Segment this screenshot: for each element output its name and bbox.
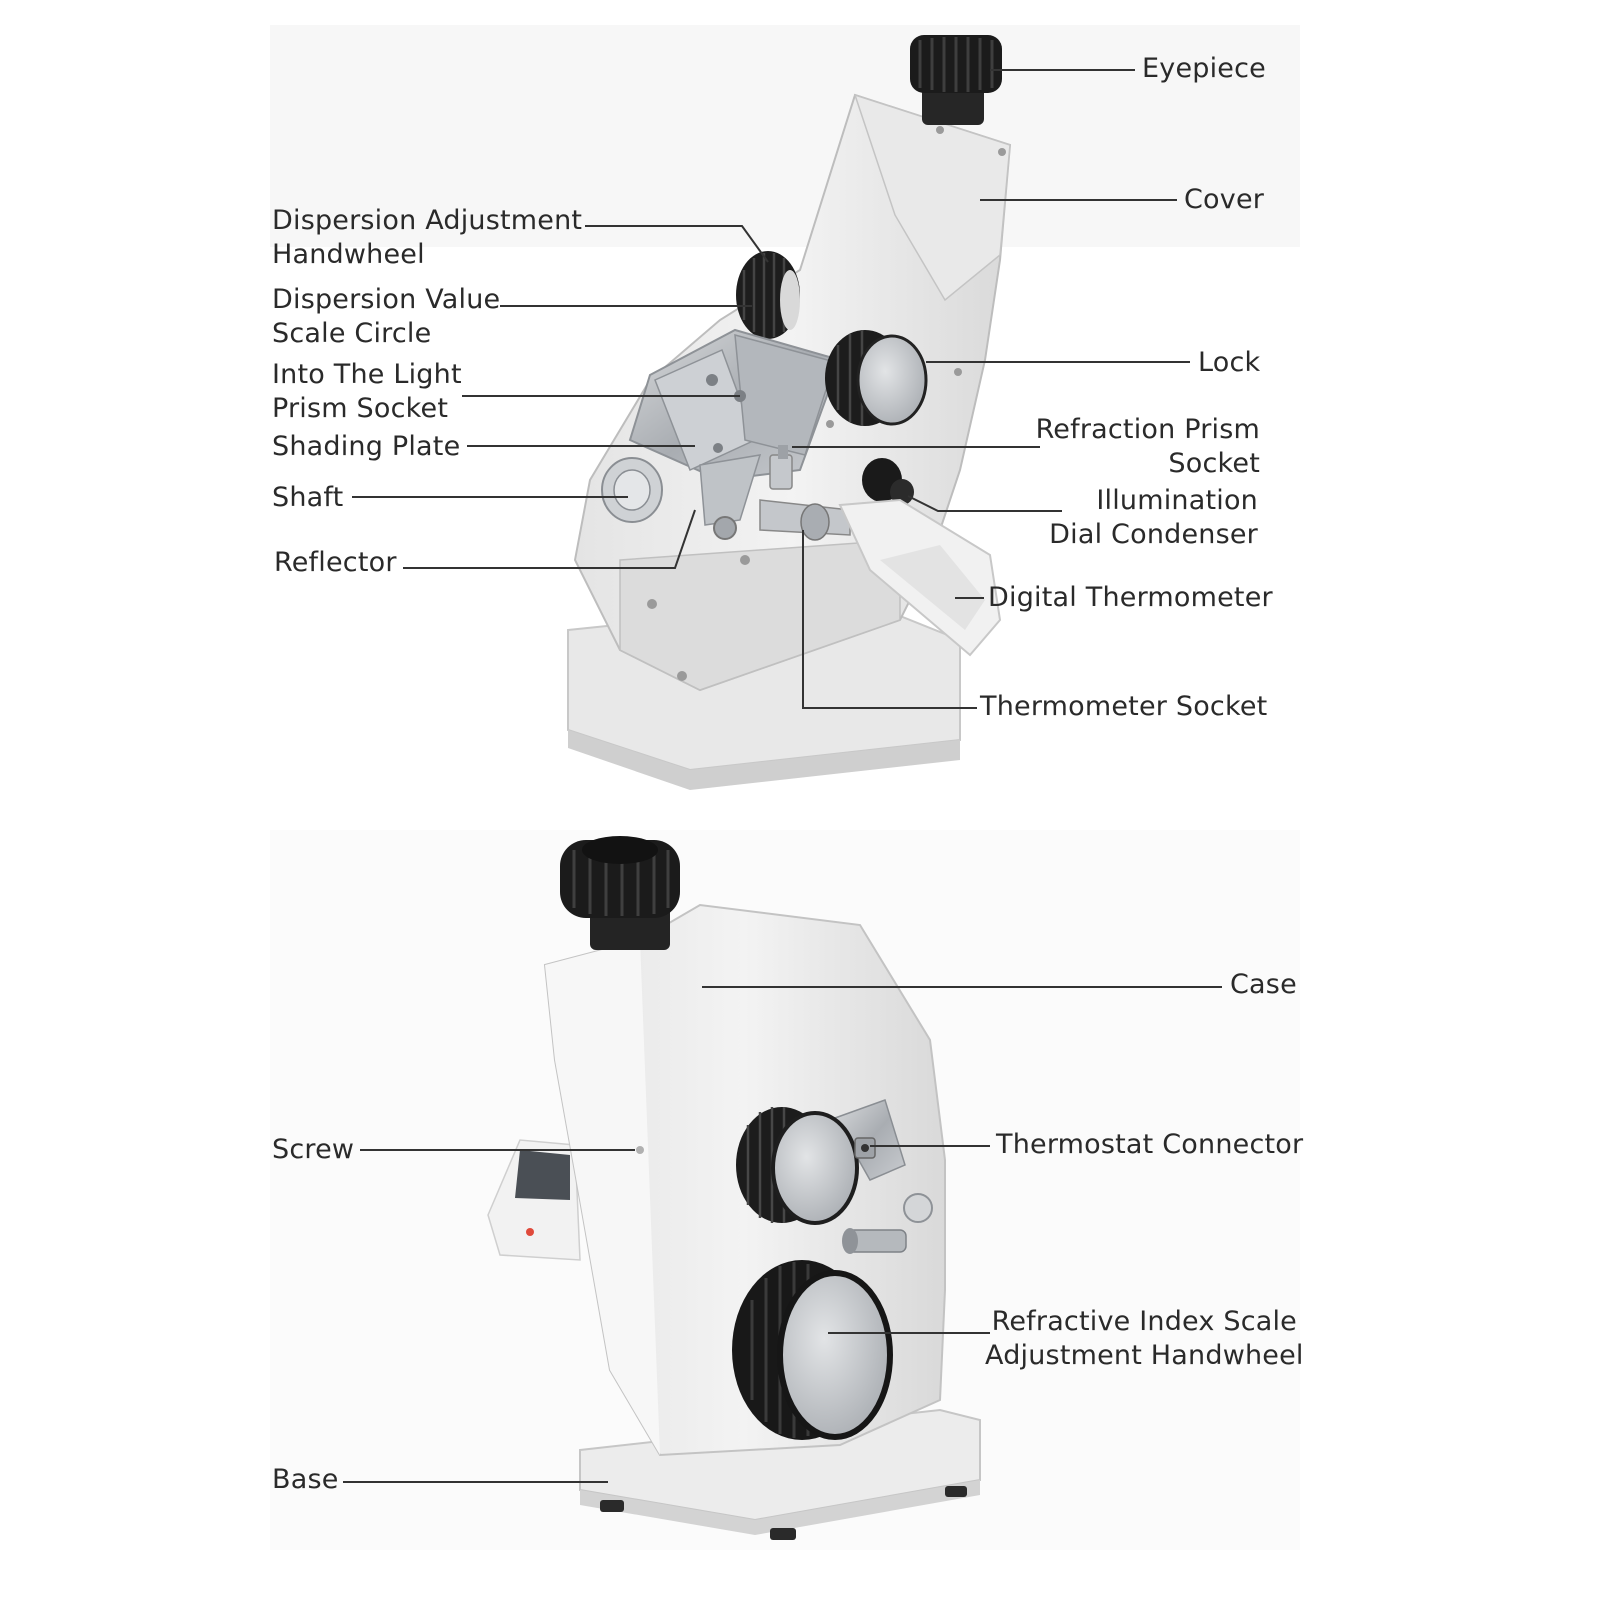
illumination-dial-condenser-icon — [862, 458, 914, 505]
label-thermometer-socket: Thermometer Socket — [980, 691, 1268, 722]
label-digital-thermometer: Digital Thermometer — [988, 582, 1273, 613]
prism-assembly-icon — [628, 328, 842, 540]
shaft-icon — [601, 457, 663, 523]
cover-icon — [853, 93, 1011, 302]
reflector-leader — [403, 509, 696, 569]
thermometer-socket-icon — [759, 499, 851, 541]
lower-side-panel — [619, 539, 901, 691]
thermostat-connector-icon — [854, 1137, 876, 1159]
label-case: Case — [1230, 969, 1297, 1000]
label-screw: Screw — [272, 1134, 355, 1165]
label-reflector: Reflector — [274, 547, 397, 578]
digital-thermometer-icon — [838, 498, 1002, 657]
bottom-instrument — [487, 836, 981, 1540]
label-dispersion-adjustment-handwheel: Dispersion Adjustment Handwheel — [272, 205, 583, 270]
dispersion-handwheel-leader — [585, 225, 769, 263]
label-refraction-prism-socket: Refraction Prism Socket — [1035, 414, 1260, 479]
refraction-prism-socket-icon — [769, 445, 793, 490]
leader-lines — [343, 69, 1222, 1483]
reflector-icon — [699, 454, 762, 526]
screw-icon — [636, 1146, 644, 1154]
display-unit-icon — [487, 1139, 581, 1261]
label-shading-plate: Shading Plate — [272, 431, 461, 462]
top-panel-bg — [270, 25, 1300, 247]
dispersion-handwheel-icon — [736, 251, 800, 339]
small-dial-icon — [736, 1107, 859, 1225]
label-base: Base — [272, 1464, 339, 1495]
label-dispersion-value-scale-circle: Dispersion Value Scale Circle — [272, 284, 501, 349]
hose-nipple-icon — [842, 1228, 907, 1254]
label-eyepiece: Eyepiece — [1142, 53, 1266, 84]
label-thermostat-connector: Thermostat Connector — [996, 1129, 1304, 1160]
lock-icon — [825, 330, 928, 426]
label-refractive-index-scale-adjustment-handwheel: Refractive Index Scale Adjustment Handwh… — [985, 1306, 1304, 1371]
thermometer-socket-leader — [802, 530, 977, 709]
illumination-leader — [907, 495, 1062, 512]
label-cover: Cover — [1184, 184, 1265, 215]
label-into-the-light-prism-socket: Into The Light Prism Socket — [272, 359, 462, 424]
thumb-screw-icon — [903, 1193, 933, 1223]
refractive-index-handwheel-icon — [732, 1260, 893, 1440]
label-lock: Lock — [1198, 347, 1261, 378]
top-base-edge — [568, 730, 960, 790]
label-shaft: Shaft — [272, 482, 344, 513]
eyepiece-icon — [910, 35, 1002, 125]
bottom-eyepiece-icon — [560, 836, 680, 950]
label-illumination-dial-condenser: Illumination Dial Condenser — [1049, 485, 1258, 550]
